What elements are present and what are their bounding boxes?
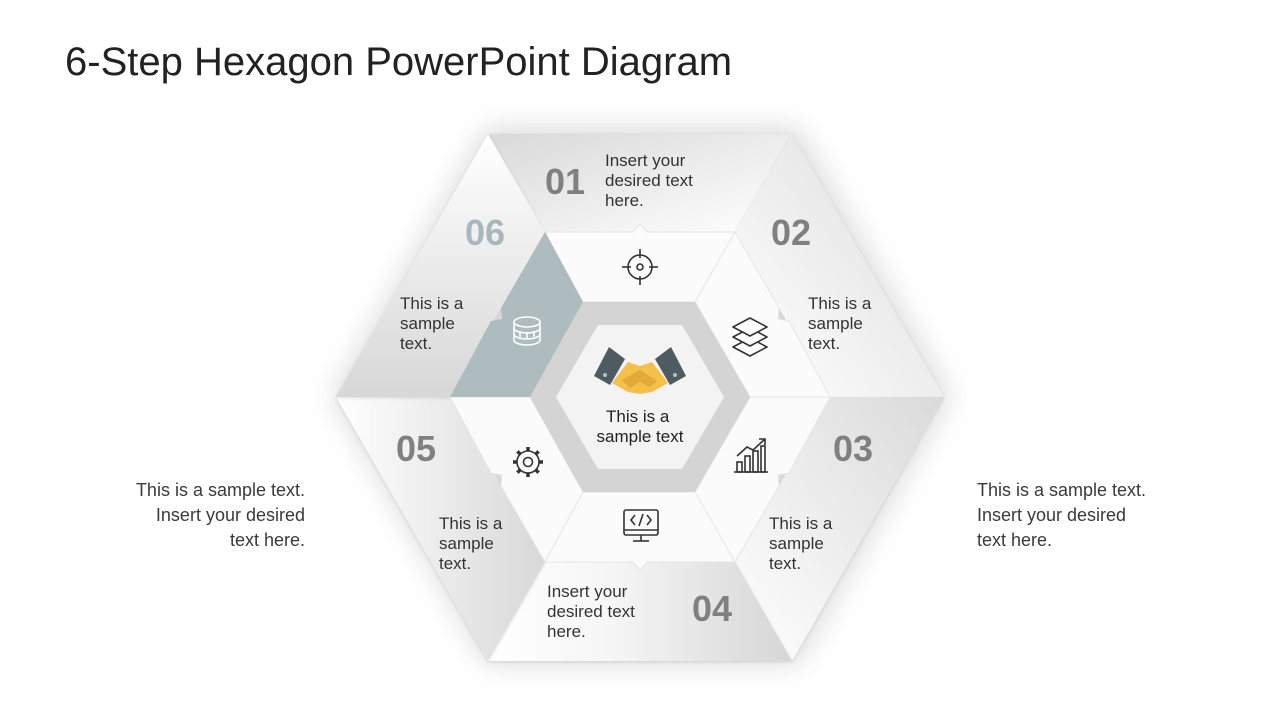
target-icon [622, 249, 658, 285]
inner-block-02 [694, 230, 831, 398]
step-number-02: 02 [771, 212, 811, 253]
side-note-right-line-1: This is a sample text. [977, 480, 1147, 500]
step-number-04: 04 [692, 588, 732, 629]
side-note-left-line-2: Insert your desired [155, 505, 305, 525]
segment-06 [336, 134, 545, 397]
segment-05 [336, 397, 545, 661]
center-line-2: sample text [597, 427, 684, 446]
side-note-right: This is a sample text. Insert your desir… [977, 478, 1197, 553]
step-number-05: 05 [396, 428, 436, 469]
side-note-left-line-3: text here. [229, 530, 305, 550]
step-text-06: This is a sample text. [400, 294, 468, 353]
step-text-03: This is a sample text. [769, 514, 837, 573]
step-text-02: This is a sample text. [808, 294, 876, 353]
segment-03 [735, 397, 944, 661]
growth-chart-icon [734, 438, 768, 473]
center-line-1: This is a [606, 407, 670, 426]
inner-block-06 [450, 232, 583, 397]
slide-title: 6-Step Hexagon PowerPoint Diagram [65, 40, 733, 84]
code-monitor-icon [623, 509, 659, 542]
gear-icon [513, 447, 543, 477]
step-text-01: Insert your desired text here. [605, 151, 698, 210]
step-text-04: Insert your desired text here. [547, 582, 640, 641]
side-note-left: This is a sample text. Insert your desir… [85, 478, 305, 553]
center-hexagon [556, 325, 724, 469]
step-number-03: 03 [833, 428, 873, 469]
layers-icon [732, 317, 768, 357]
side-note-right-line-2: Insert your desired [977, 505, 1127, 525]
handshake-icon [594, 347, 686, 394]
step-number-06: 06 [465, 212, 505, 253]
coins-icon [513, 316, 541, 346]
segment-02 [735, 134, 944, 397]
side-note-right-line-3: text here. [977, 530, 1053, 550]
step-text-05: This is a sample text. [439, 514, 507, 573]
step-number-01: 01 [545, 161, 585, 202]
segment-04 [488, 562, 792, 661]
side-note-left-line-1: This is a sample text. [135, 480, 305, 500]
svg-text:This is a sample text: This is a sample text [597, 407, 684, 446]
segment-01 [488, 134, 792, 232]
